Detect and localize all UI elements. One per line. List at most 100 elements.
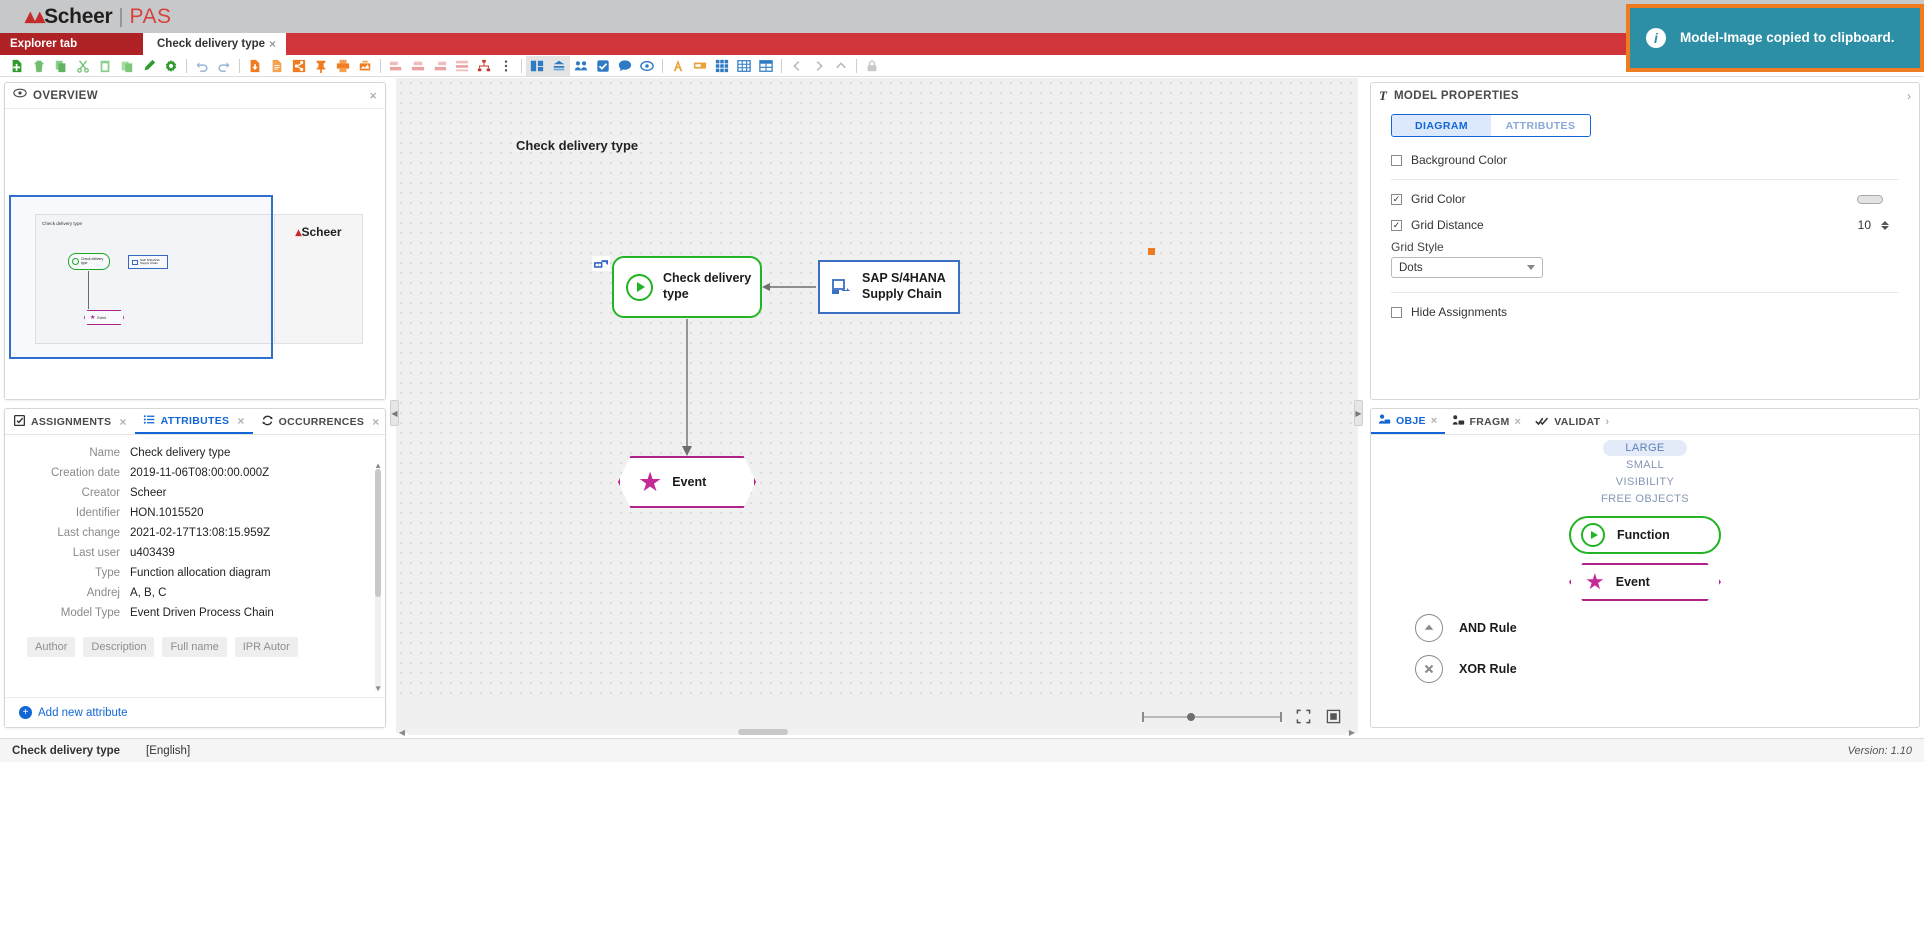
table-icon[interactable] <box>733 56 755 76</box>
node-system-sap-s4hana[interactable]: SAP S/4HANA Supply Chain <box>818 260 960 314</box>
share-icon[interactable] <box>288 56 310 76</box>
redo-icon[interactable] <box>213 56 235 76</box>
highlight-icon[interactable] <box>689 56 711 76</box>
chip-description[interactable]: Description <box>83 637 155 657</box>
collapse-left-panel-handle[interactable]: ◀ <box>390 400 399 426</box>
grid-distance-checkbox[interactable]: ✓ <box>1391 219 1402 231</box>
close-icon[interactable]: × <box>268 37 276 51</box>
chip-author[interactable]: Author <box>27 637 76 657</box>
grid-distance-row[interactable]: ✓ Grid Distance 10 <box>1391 214 1919 236</box>
hide-assignments-checkbox[interactable] <box>1391 306 1402 318</box>
chip-full-name[interactable]: Full name <box>162 637 227 657</box>
grid-small-icon[interactable] <box>711 56 733 76</box>
close-icon[interactable]: × <box>119 414 127 429</box>
scrollbar-thumb[interactable] <box>375 469 381 597</box>
lock-icon[interactable] <box>861 56 883 76</box>
duplicate-icon[interactable] <box>116 56 138 76</box>
image-export-icon[interactable] <box>354 56 376 76</box>
tab-assignments[interactable]: ASSIGNMENTS × <box>5 409 135 434</box>
checkbox-icon[interactable] <box>592 56 614 76</box>
attribute-value[interactable]: Event Driven Process Chain <box>130 607 274 619</box>
close-icon[interactable]: × <box>1514 415 1522 428</box>
chip-ipr-autor[interactable]: IPR Autor <box>234 637 298 657</box>
swimlane-icon[interactable] <box>548 55 570 76</box>
attribute-value[interactable]: Check delivery type <box>130 447 231 459</box>
palette-item-xor-rule[interactable]: XOR Rule <box>1415 655 1919 683</box>
new-document-icon[interactable] <box>6 56 28 76</box>
copy-icon[interactable] <box>50 56 72 76</box>
grid-distance-stepper[interactable] <box>1881 220 1889 230</box>
cut-icon[interactable] <box>72 56 94 76</box>
grid-distance-value[interactable]: 10 <box>1857 218 1871 232</box>
add-attribute-row[interactable]: + Add new attribute <box>5 697 385 727</box>
attribute-value[interactable]: Function allocation diagram <box>130 567 271 579</box>
tab-explorer[interactable]: Explorer tab <box>0 33 175 55</box>
report-icon[interactable] <box>266 56 288 76</box>
attribute-value[interactable]: Scheer <box>130 487 167 499</box>
filter-large[interactable]: LARGE <box>1603 440 1687 456</box>
close-icon[interactable]: × <box>369 88 377 103</box>
fit-to-screen-icon[interactable] <box>1296 709 1312 725</box>
background-color-checkbox[interactable] <box>1391 154 1402 166</box>
chevron-right-icon[interactable] <box>808 56 830 76</box>
filter-free-objects[interactable]: FREE OBJECTS <box>1601 493 1689 505</box>
tab-attributes[interactable]: ATTRIBUTES × <box>134 409 253 434</box>
scroll-left-icon[interactable]: ◀ <box>398 727 406 737</box>
overview-viewport-rect[interactable] <box>9 195 273 359</box>
distribute-icon[interactable] <box>451 56 473 76</box>
export-icon[interactable] <box>244 56 266 76</box>
node-function-check-delivery-type[interactable]: Check delivery type <box>612 256 762 318</box>
align-left-icon[interactable] <box>385 56 407 76</box>
close-icon[interactable]: × <box>1430 414 1438 427</box>
layout-grid-icon[interactable] <box>526 55 548 76</box>
align-right-icon[interactable] <box>429 56 451 76</box>
tab-objects[interactable]: OBJE × <box>1371 409 1445 434</box>
canvas-model-title[interactable]: Check delivery type <box>516 138 639 153</box>
attribute-value[interactable]: HON.1015520 <box>130 507 204 519</box>
attribute-value[interactable]: 2019-11-06T08:00:00.000Z <box>130 467 270 479</box>
view-icon[interactable] <box>636 56 658 76</box>
pin-icon[interactable] <box>310 56 332 76</box>
palette-item-and-rule[interactable]: AND Rule <box>1415 614 1919 642</box>
canvas-horizontal-scrollbar[interactable]: ◀ ▶ <box>396 726 1358 738</box>
delete-icon[interactable] <box>28 56 50 76</box>
chevron-right-icon[interactable]: › <box>1605 415 1610 428</box>
scroll-up-icon[interactable]: ▲ <box>374 461 382 470</box>
hscroll-track[interactable] <box>408 729 1346 735</box>
tab-validation[interactable]: VALIDAT › <box>1528 409 1616 434</box>
assignment-link-icon[interactable] <box>592 256 610 271</box>
attribute-value[interactable]: 2021-02-17T13:08:15.959Z <box>130 527 271 539</box>
settings-gear-icon[interactable] <box>160 56 182 76</box>
close-icon[interactable]: × <box>372 414 380 429</box>
group-icon[interactable] <box>570 56 592 76</box>
grid-color-row[interactable]: ✓ Grid Color <box>1391 188 1919 210</box>
text-format-icon[interactable] <box>667 56 689 76</box>
scroll-down-icon[interactable]: ▼ <box>374 684 382 693</box>
hide-assignments-row[interactable]: Hide Assignments <box>1391 301 1919 323</box>
palette-item-function[interactable]: Function <box>1569 516 1721 554</box>
attribute-value[interactable]: u403439 <box>130 547 175 559</box>
scroll-right-icon[interactable]: ▶ <box>1348 727 1356 737</box>
paste-icon[interactable] <box>94 56 116 76</box>
overview-canvas[interactable]: Check delivery type Check delivery type … <box>5 109 385 399</box>
collapse-icon[interactable]: › <box>1907 89 1911 103</box>
edit-pencil-icon[interactable] <box>138 56 160 76</box>
hscroll-thumb[interactable] <box>738 729 788 735</box>
more-vertical-icon[interactable] <box>495 56 517 76</box>
stepper-down-icon[interactable] <box>1881 225 1889 230</box>
filter-small[interactable]: SMALL <box>1625 459 1665 471</box>
comment-icon[interactable] <box>614 56 636 76</box>
print-icon[interactable] <box>332 56 354 76</box>
attribute-value[interactable]: A, B, C <box>130 587 167 599</box>
align-center-icon[interactable] <box>407 56 429 76</box>
toast-notification[interactable]: i Model-Image copied to clipboard. <box>1626 4 1924 72</box>
chevron-left-icon[interactable] <box>786 56 808 76</box>
node-event[interactable]: ★ Event <box>618 456 756 508</box>
background-color-row[interactable]: Background Color <box>1391 149 1919 171</box>
filter-visibility[interactable]: VISIBILITY <box>1615 476 1675 488</box>
tab-check-delivery-type[interactable]: Check delivery type × <box>143 33 286 55</box>
palette-item-event[interactable]: ★ Event <box>1569 563 1721 601</box>
grid-color-swatch[interactable] <box>1857 194 1883 204</box>
table-alt-icon[interactable] <box>755 56 777 76</box>
tab-attributes[interactable]: ATTRIBUTES <box>1491 115 1590 136</box>
